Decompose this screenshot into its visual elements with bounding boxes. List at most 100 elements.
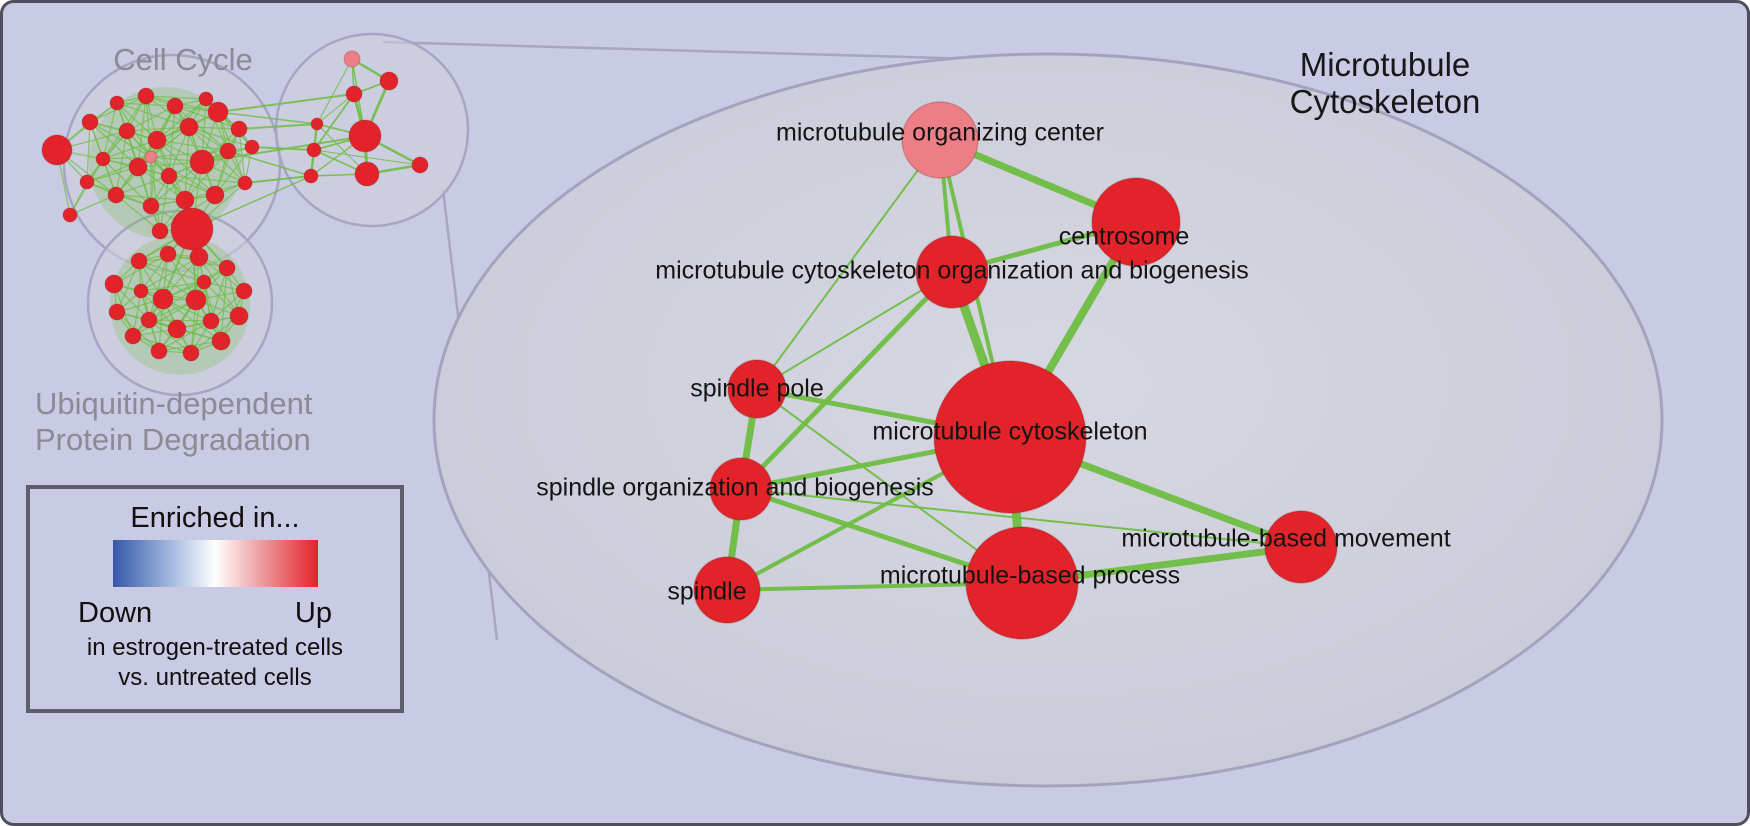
overview-edge [148, 319, 212, 322]
overview-node[interactable] [160, 167, 178, 185]
overview-node[interactable] [41, 134, 73, 166]
legend-title: Enriched in... [130, 502, 299, 534]
overview-node[interactable] [219, 142, 237, 160]
node-spindle[interactable] [693, 556, 761, 624]
mini-node-mbp[interactable] [354, 161, 380, 187]
overview-node[interactable] [104, 274, 124, 294]
overview-edge [89, 121, 139, 168]
edge-mcob-sob [738, 269, 955, 492]
overview-node[interactable] [235, 282, 253, 300]
overview-edge [116, 260, 140, 313]
overview-edge [116, 102, 176, 107]
overview-node[interactable] [182, 344, 200, 362]
overview-node[interactable] [140, 311, 158, 329]
node-mbp[interactable] [965, 526, 1079, 640]
legend-box [26, 485, 404, 713]
node-label-spindle: spindle [667, 578, 746, 606]
overview-node[interactable] [150, 342, 168, 360]
overview-node[interactable] [230, 120, 248, 138]
overview-node[interactable] [202, 312, 220, 330]
overview-node[interactable] [109, 95, 125, 111]
node-label-sob: spindle organization and biogenesis [536, 474, 934, 502]
overview-edge [102, 139, 158, 160]
overview-edge [168, 175, 246, 184]
overview-network [41, 32, 470, 397]
overview-node[interactable] [170, 207, 214, 251]
node-mcob[interactable] [915, 235, 989, 309]
edge-mcob-spindle_pole [756, 271, 953, 390]
mini-node-spindle[interactable] [303, 168, 319, 184]
overview-edge [203, 281, 222, 342]
annotation-labels: Cell Cycle Ubiquitin-dependent Protein D… [35, 42, 1480, 457]
overview-node[interactable] [124, 327, 142, 345]
overview-node[interactable] [151, 222, 169, 240]
mini-node-mbm[interactable] [411, 156, 429, 174]
overview-edge [115, 175, 170, 196]
overview-edge [210, 267, 228, 322]
overview-edge [150, 139, 158, 207]
cell-cycle-cluster-label: Cell Cycle [113, 42, 253, 77]
overview-node[interactable] [167, 319, 187, 339]
mini-node-sob[interactable] [306, 142, 322, 158]
overview-node[interactable] [81, 113, 99, 131]
mini-node-centrosome[interactable] [379, 71, 399, 91]
node-mbm[interactable] [1264, 510, 1338, 584]
overview-node[interactable] [189, 149, 215, 175]
overview-node[interactable] [196, 274, 212, 290]
overview-node[interactable] [142, 197, 160, 215]
overview-node[interactable] [144, 150, 158, 164]
node-mc[interactable] [933, 360, 1087, 514]
overview-node[interactable] [211, 331, 231, 351]
overview-node[interactable] [218, 259, 236, 277]
overview-edge [126, 126, 190, 132]
mini-node-mc[interactable] [348, 119, 382, 153]
overview-node[interactable] [108, 303, 126, 321]
overview-node[interactable] [62, 207, 78, 223]
overview-node[interactable] [137, 87, 155, 105]
overview-edge [69, 194, 117, 216]
zoom-callout-line [382, 40, 1013, 62]
overview-node[interactable] [79, 174, 95, 190]
mini-node-mcob[interactable] [345, 85, 363, 103]
ubiquitin-cluster-label-line1: Ubiquitin-dependent [35, 386, 313, 421]
overview-node[interactable] [205, 185, 225, 205]
overview-node[interactable] [107, 186, 125, 204]
node-label-centrosome: centrosome [1059, 223, 1190, 251]
overview-edge [138, 260, 205, 283]
overview-node[interactable] [128, 157, 148, 177]
overview-node[interactable] [229, 306, 249, 326]
overview-edge [150, 150, 229, 158]
overview-edge [132, 299, 197, 337]
overview-node[interactable] [198, 91, 214, 107]
overview-node[interactable] [152, 288, 174, 310]
legend-up-label: Up [295, 597, 332, 629]
overview-node[interactable] [130, 252, 148, 270]
overview-edge [137, 95, 147, 168]
overview-node[interactable] [133, 283, 149, 299]
mini-node-moc[interactable] [343, 50, 361, 68]
mini-edge-moc-spindle_pole [316, 58, 353, 125]
legend-down-label: Down [78, 597, 152, 629]
overview-edge [198, 256, 240, 317]
zoomed-cluster-network: microtubule organizing centercentrosomem… [536, 101, 1451, 640]
overview-node[interactable] [166, 97, 184, 115]
overview-node[interactable] [179, 117, 199, 137]
overview-bridge-edge [244, 175, 312, 184]
node-sob[interactable] [709, 457, 773, 521]
mini-node-spindle_pole[interactable] [310, 117, 324, 131]
overview-node[interactable] [118, 122, 136, 140]
node-spindle_pole[interactable] [727, 359, 787, 419]
overview-node[interactable] [159, 245, 177, 263]
node-centrosome[interactable] [1091, 177, 1181, 267]
overview-node[interactable] [95, 151, 111, 167]
ubiquitin-cluster-label-line2: Protein Degradation [35, 422, 311, 457]
overview-node[interactable] [237, 175, 253, 191]
overview-node[interactable] [175, 190, 195, 210]
overview-node[interactable] [207, 101, 229, 123]
overview-node[interactable] [147, 130, 167, 150]
node-moc[interactable] [901, 101, 979, 179]
overview-node[interactable] [189, 247, 209, 267]
overview-node[interactable] [244, 139, 260, 155]
overview-node[interactable] [185, 289, 207, 311]
